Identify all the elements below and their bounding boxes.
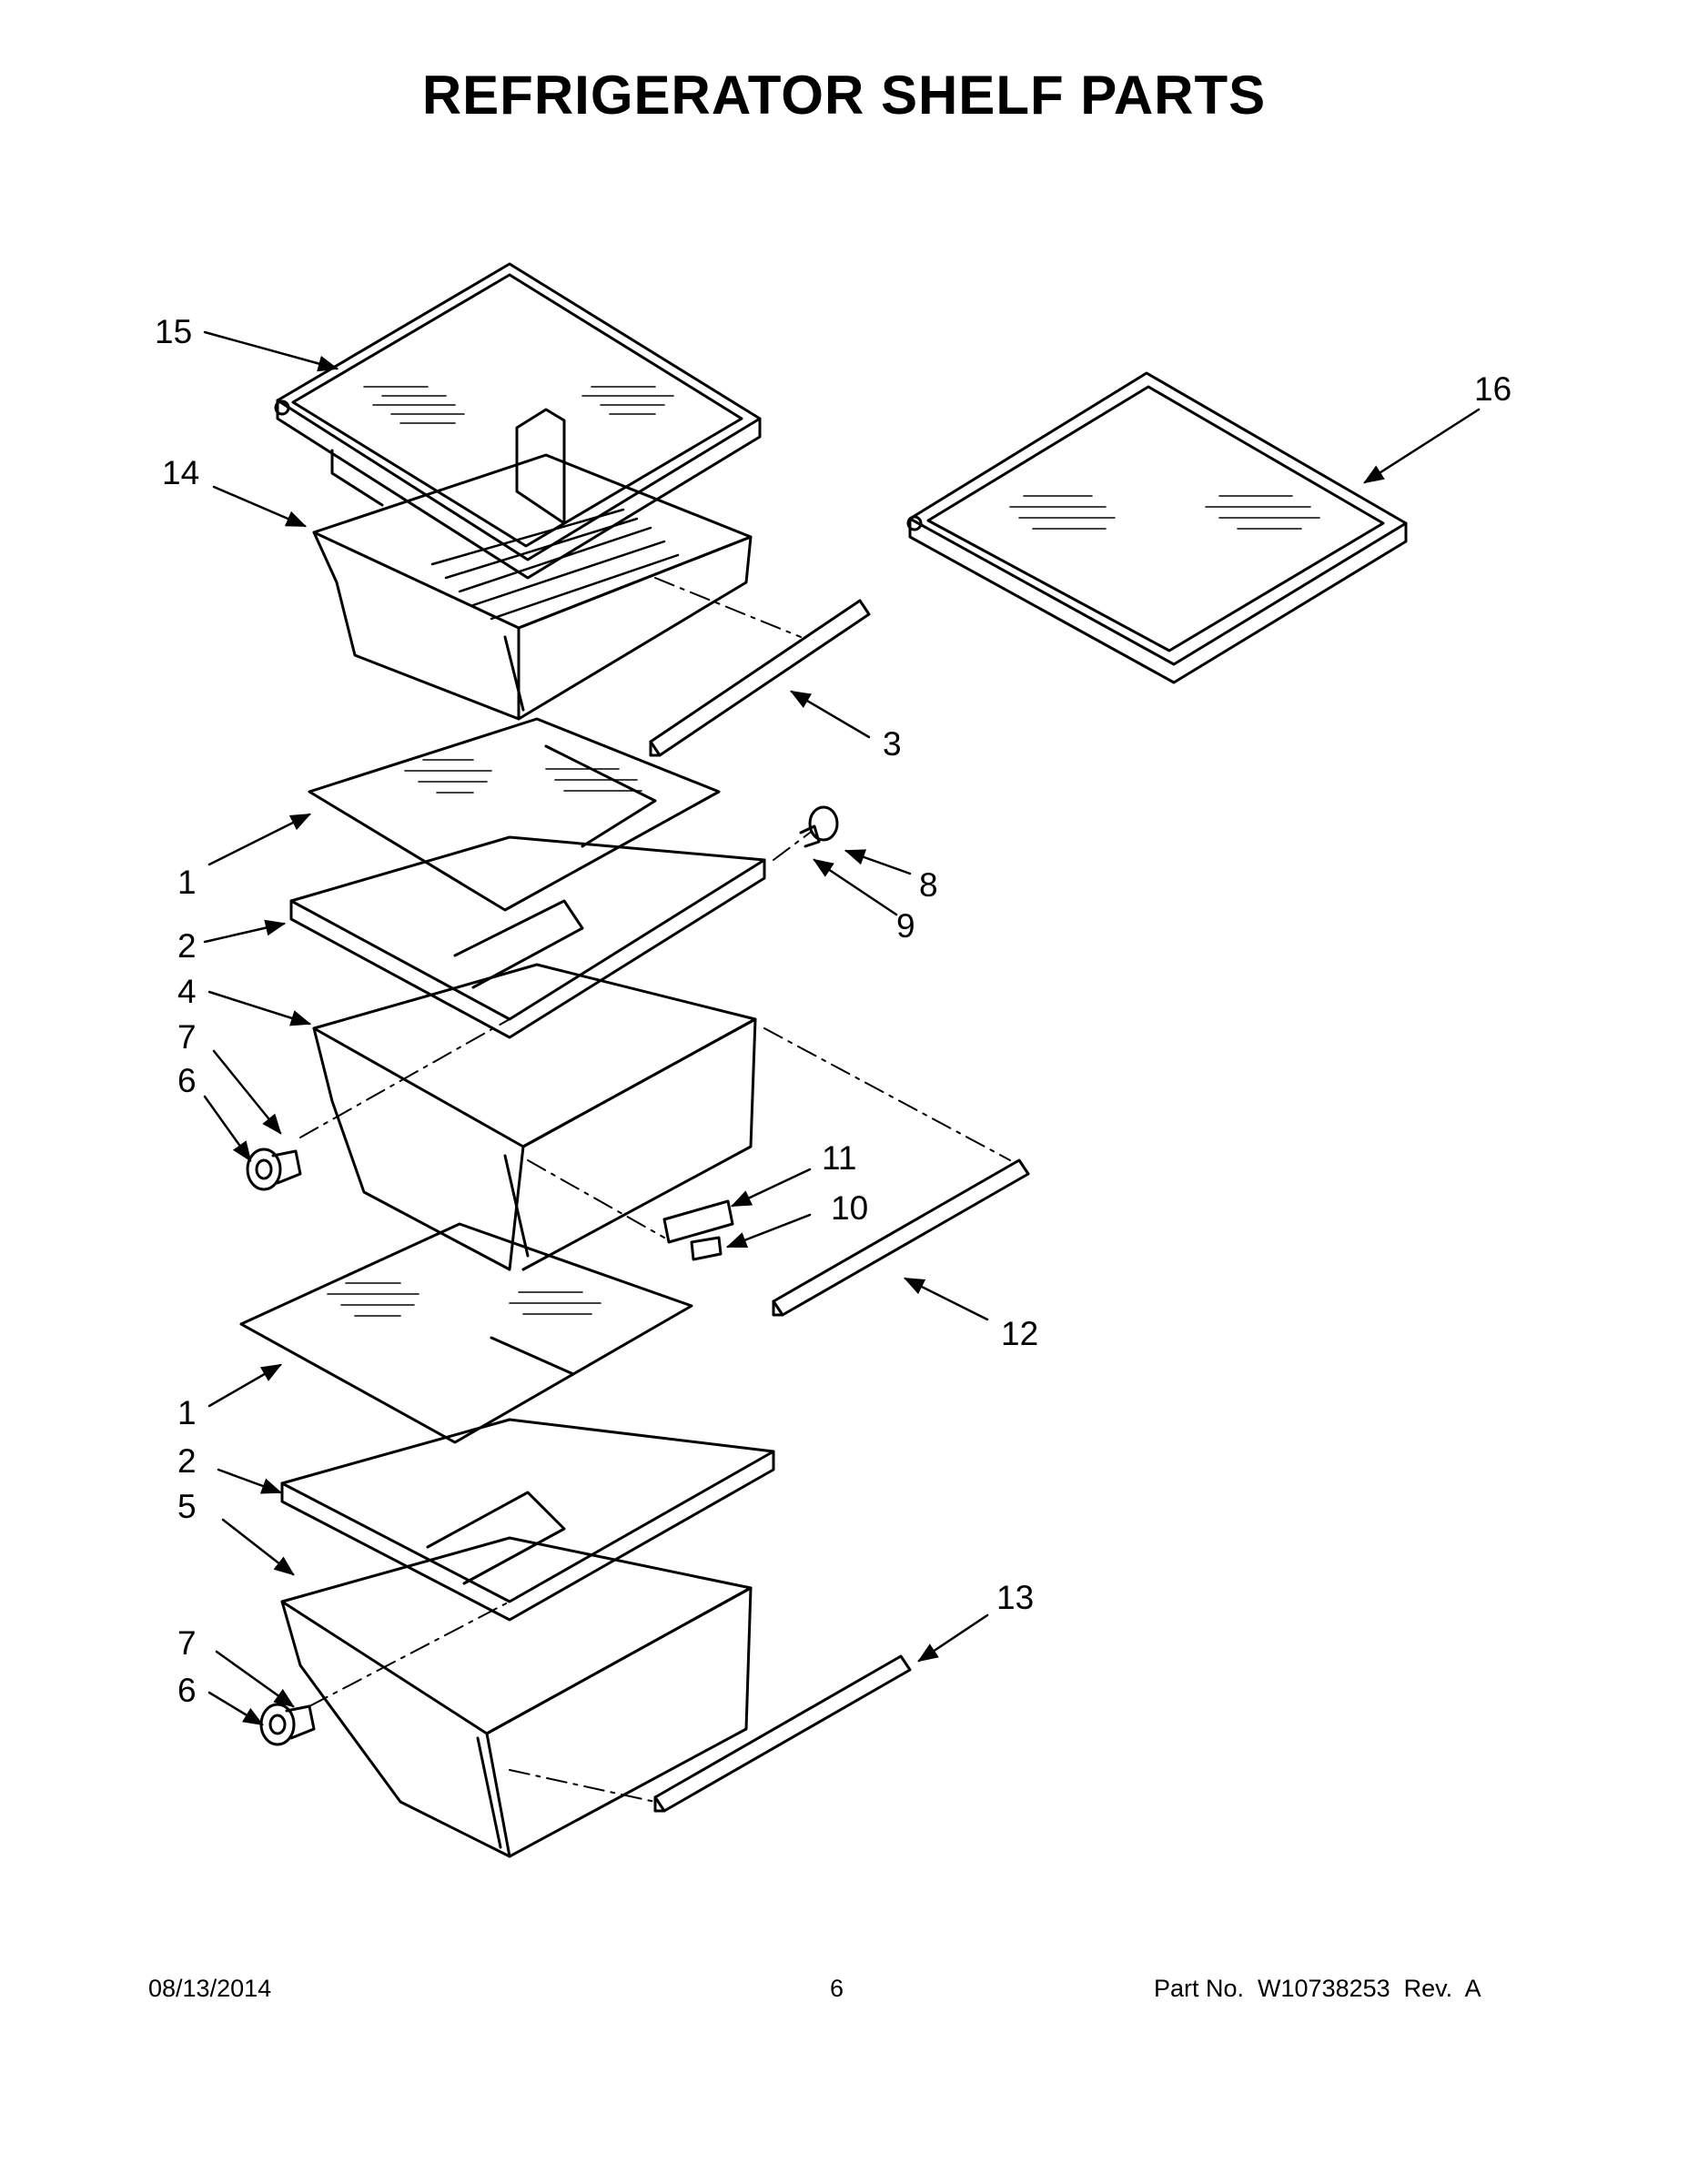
callout-14: 14 <box>162 454 199 491</box>
callout-7-lower: 7 <box>177 1624 197 1662</box>
callout-15: 15 <box>155 313 192 350</box>
callout-16: 16 <box>1474 370 1511 408</box>
shelf-frame-part-2-upper <box>289 835 766 1039</box>
callout-6-lower: 6 <box>177 1672 197 1709</box>
roller-part-8 <box>799 805 839 848</box>
callout-10: 10 <box>831 1189 868 1227</box>
callout-labels: 15 14 16 3 1 8 9 2 4 7 6 11 10 12 1 2 5 … <box>155 313 1511 1709</box>
callout-12: 12 <box>1001 1315 1038 1352</box>
glass-shelf-part-1-upper <box>308 717 721 912</box>
trim-part-13 <box>653 1654 912 1813</box>
shelf-frame-part-2-lower <box>280 1418 775 1622</box>
page-title: REFRIGERATOR SHELF PARTS <box>421 65 1267 126</box>
callout-1: 1 <box>177 864 197 901</box>
callout-2: 2 <box>177 927 197 965</box>
clip-part-10 <box>690 1236 723 1261</box>
footer-page-number: 6 <box>830 1975 844 2002</box>
glass-shelf-part-1-lower <box>239 1222 693 1444</box>
callout-5: 5 <box>177 1488 197 1525</box>
footer-part-number: Part No. W10738253 Rev. A <box>1154 1975 1481 2002</box>
callout-6: 6 <box>177 1062 197 1099</box>
callout-2-lower: 2 <box>177 1442 197 1480</box>
callout-4: 4 <box>177 973 197 1010</box>
clip-part-11 <box>662 1199 734 1244</box>
callout-11: 11 <box>822 1139 856 1177</box>
footer-date: 08/13/2014 <box>148 1975 272 2002</box>
assembly-lines <box>299 577 1011 1803</box>
callout-1-lower: 1 <box>177 1394 197 1431</box>
drawer-part-14 <box>312 453 753 721</box>
callout-8: 8 <box>919 866 938 904</box>
callout-7: 7 <box>177 1018 197 1056</box>
crisper-drawer-part-4 <box>312 963 757 1271</box>
callout-3: 3 <box>883 725 902 763</box>
callout-9: 9 <box>896 907 915 945</box>
callout-13: 13 <box>996 1579 1034 1616</box>
trim-part-12 <box>772 1158 1030 1317</box>
roller-part-6-lower <box>259 1703 316 1746</box>
leader-arrows <box>203 330 1481 1726</box>
shelf-part-16 <box>906 371 1408 684</box>
roller-part-6-upper <box>246 1148 302 1191</box>
shelf-part-15 <box>274 262 762 580</box>
crisper-drawer-part-5 <box>280 1536 753 1858</box>
trim-part-3 <box>649 599 871 757</box>
